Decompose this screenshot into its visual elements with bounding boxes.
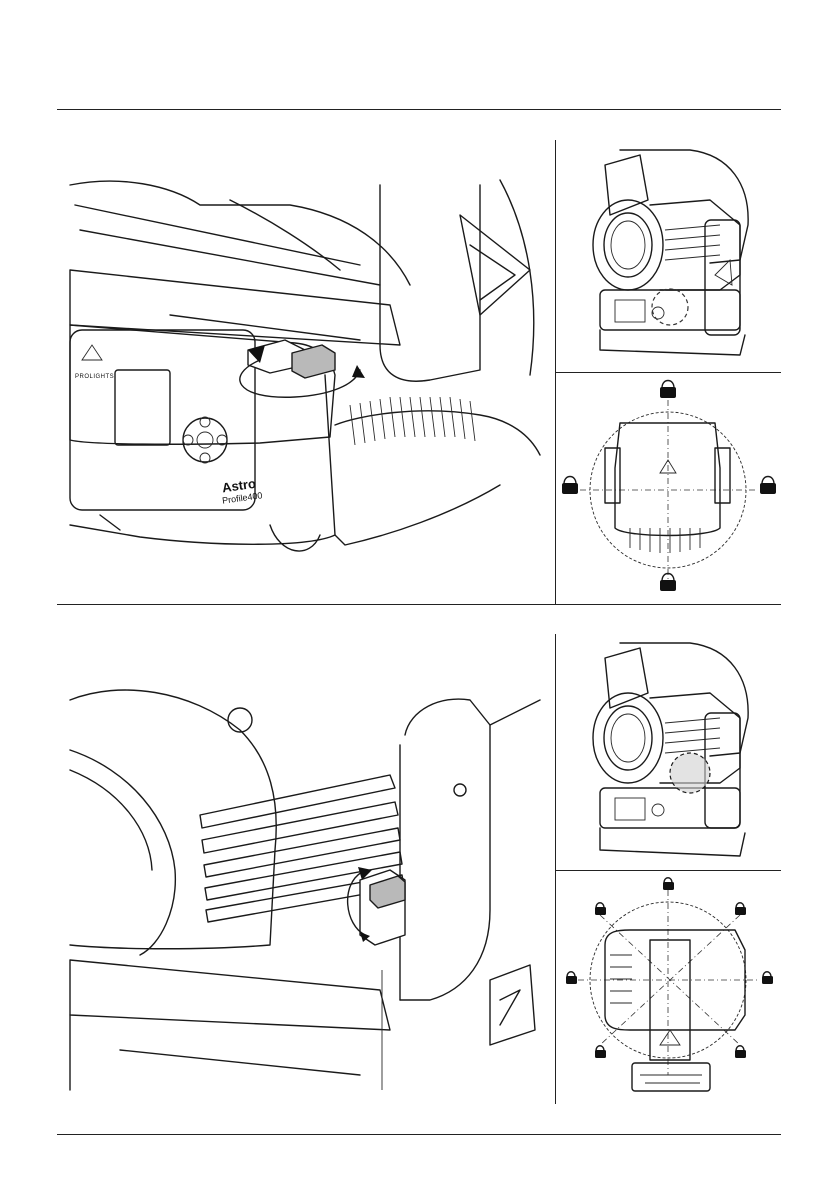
pan-lock-positions-diagram xyxy=(560,378,778,600)
lock-icon xyxy=(660,574,676,592)
lock-icon xyxy=(760,477,776,495)
section2-divider xyxy=(555,634,556,1104)
middle-rule xyxy=(57,604,781,605)
tilt-lock-detail-illustration xyxy=(60,670,550,1095)
lock-icon xyxy=(762,972,773,984)
pan-lock-detail-illustration xyxy=(60,175,550,570)
section2-right-split xyxy=(555,870,781,871)
lock-icon xyxy=(735,903,746,915)
fixture-overview-tilt-lock xyxy=(580,638,760,866)
lock-icon xyxy=(595,1046,606,1058)
lock-icon xyxy=(663,878,674,890)
lock-icon xyxy=(735,1046,746,1058)
device-logo-label: PROLIGHTS xyxy=(75,374,114,380)
lock-icon xyxy=(562,477,578,495)
top-rule xyxy=(57,109,781,110)
lock-icon xyxy=(566,972,577,984)
fixture-overview-pan-lock xyxy=(580,145,760,367)
lock-icon xyxy=(595,903,606,915)
section1-right-split xyxy=(555,372,781,373)
tilt-lock-positions-diagram xyxy=(560,875,778,1100)
bottom-rule xyxy=(57,1134,781,1135)
lock-icon xyxy=(660,381,676,399)
